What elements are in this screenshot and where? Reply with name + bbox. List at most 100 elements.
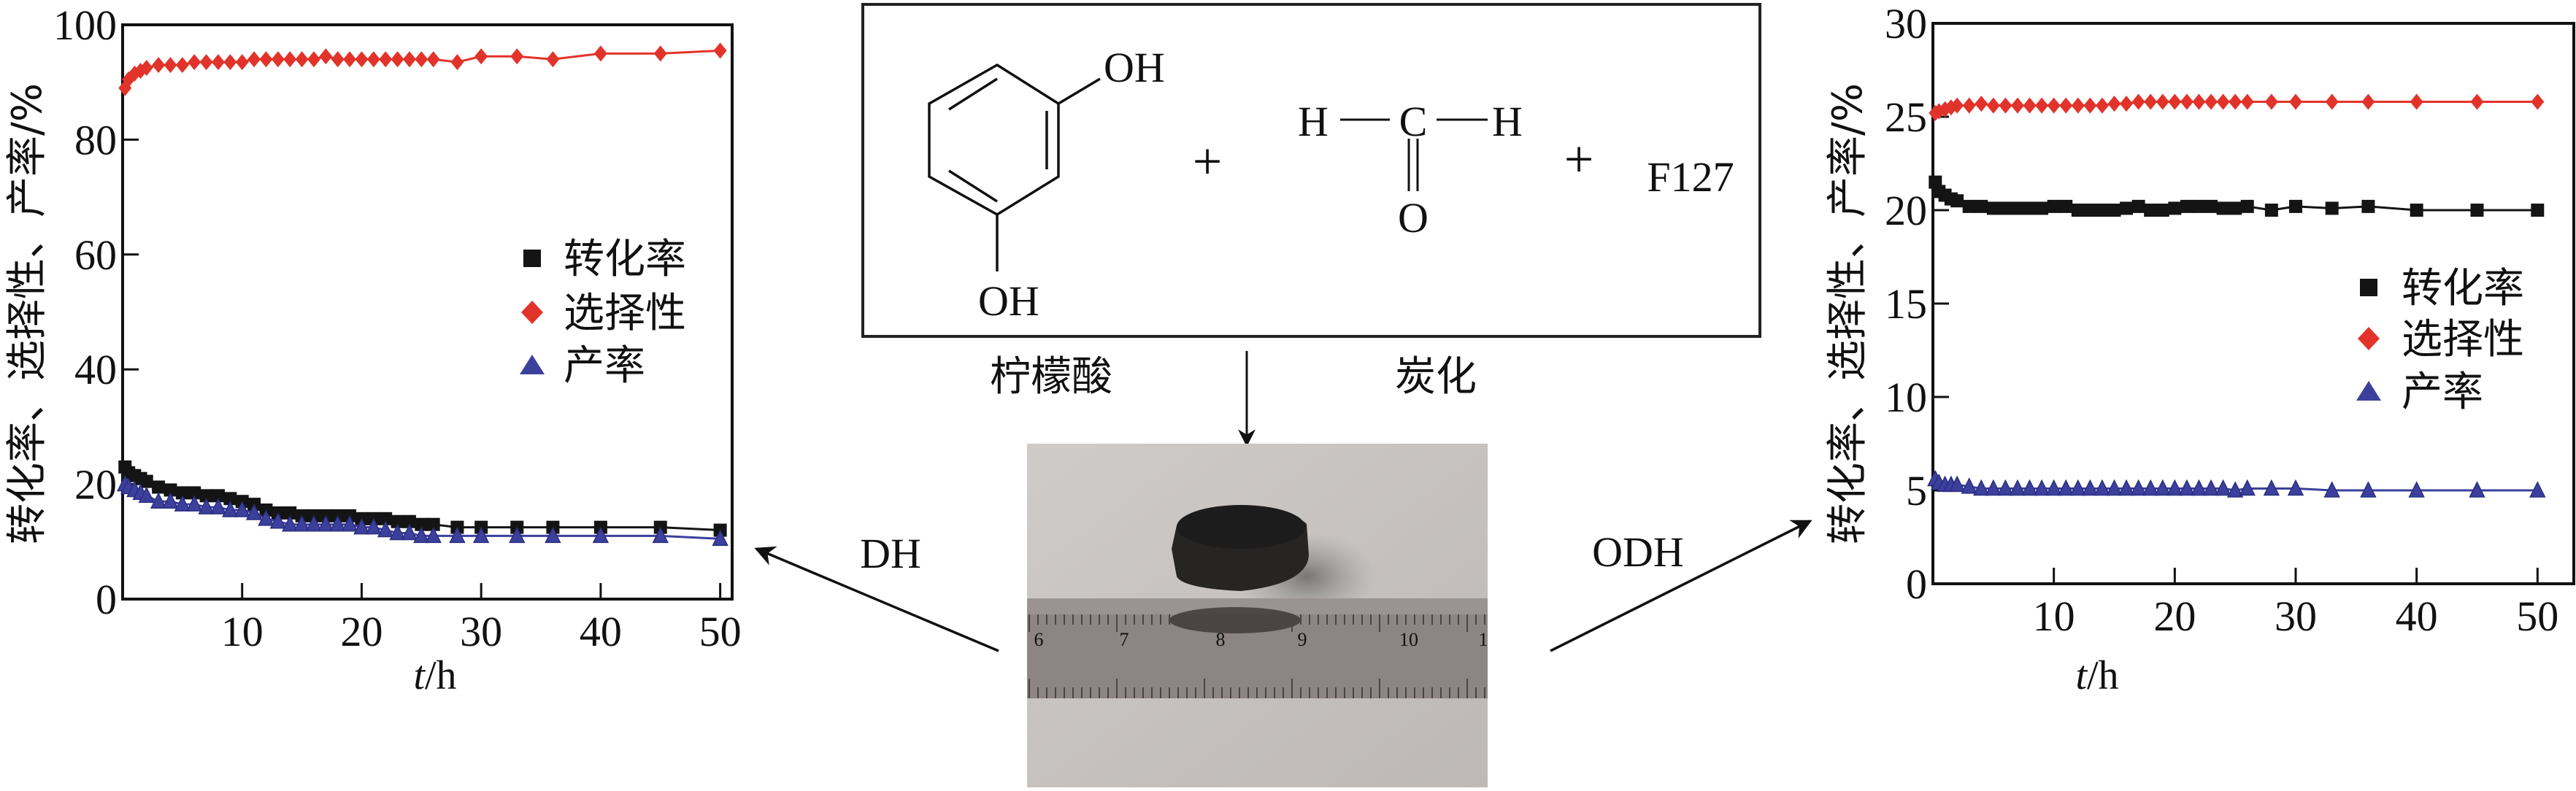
odh-data-point-triangle (2469, 481, 2485, 498)
odh-data-point-triangle (1997, 479, 2014, 496)
dh-x-tick-label: 50 (699, 608, 742, 655)
dh-data-point-triangle (222, 501, 239, 517)
odh-data-point-triangle (2178, 479, 2196, 496)
dh-legend-yield: 产率 (564, 342, 645, 390)
monolith-ruler-shadow (1169, 607, 1301, 633)
ruler-edge (1027, 598, 1488, 614)
odh-data-point-square (2361, 199, 2375, 213)
odh-data-point-diamond (2264, 93, 2278, 110)
dh-data-point-triangle (413, 526, 430, 544)
dh-data-point-diamond (653, 45, 667, 62)
odh-data-point-square (2240, 199, 2254, 213)
odh-data-point-diamond (2156, 93, 2169, 110)
dh-legend-conversion: 转化率 (564, 236, 686, 283)
legend-square-icon (2360, 279, 2377, 296)
dh-data-point-triangle (353, 517, 370, 535)
dh-data-point-diamond (259, 51, 273, 68)
odh-data-point-square (2047, 199, 2061, 213)
dh-data-point-triangle (234, 501, 250, 517)
odh-y-tick-label: 10 (1885, 374, 1927, 421)
dh-data-point-diamond (546, 51, 560, 68)
dh-data-point-diamond (343, 51, 357, 68)
dh-data-point-diamond (379, 51, 393, 68)
carbonization-label: 炭化 (1395, 353, 1477, 401)
ruler-label: 7 (1120, 629, 1129, 650)
dh-data-point-diamond (366, 51, 380, 68)
dh-legend: 转化率 选择性 产率 (520, 236, 686, 390)
dh-data-point-square (164, 483, 177, 497)
ruler-label: 10 (1399, 629, 1418, 650)
odh-x-axis-label-unit: /h (2087, 653, 2119, 698)
odh-data-point-diamond (1962, 97, 1976, 114)
odh-data-point-square (2180, 199, 2194, 213)
odh-data-point-diamond (2047, 97, 2061, 114)
odh-data-point-triangle (2009, 479, 2026, 496)
odh-data-point-square (2216, 201, 2230, 215)
dh-data-point-triangle (198, 498, 215, 514)
odh-data-point-diamond (2531, 93, 2545, 110)
odh-data-point-diamond (2144, 93, 2158, 110)
odh-x-tick-label: 30 (2275, 593, 2317, 640)
dh-x-axis-label-italic: t (413, 653, 426, 698)
formaldehyde-h-left: H (1298, 98, 1329, 145)
odh-data-point-diamond (1999, 97, 2012, 114)
dh-data-point-diamond (223, 54, 237, 71)
odh-data-point-triangle (2130, 479, 2147, 496)
odh-y-tick-label: 0 (1906, 560, 1927, 608)
odh-data-point-triangle (2360, 481, 2377, 498)
dh-data-point-diamond (188, 54, 201, 71)
ruler-label: 9 (1298, 629, 1307, 650)
dh-data-point-triangle (138, 486, 155, 503)
odh-x-tick-label: 20 (2153, 593, 2196, 640)
dh-data-point-diamond (139, 60, 153, 77)
odh-data-point-diamond (2470, 93, 2484, 110)
dh-data-point-diamond (295, 51, 309, 68)
dh-data-point-triangle (258, 509, 274, 526)
dh-data-point-diamond (211, 54, 225, 71)
odh-data-point-diamond (2131, 93, 2145, 110)
legend-diamond-icon (2358, 327, 2380, 350)
citric-acid-label: 柠檬酸 (990, 353, 1112, 401)
odh-data-point-square (2168, 201, 2182, 215)
odh-data-point-square (2035, 201, 2049, 215)
odh-data-point-diamond (2361, 93, 2375, 110)
odh-data-point-square (1999, 201, 2012, 215)
dh-x-tick-label: 30 (460, 608, 502, 655)
odh-data-point-square (2023, 201, 2037, 215)
odh-data-point-triangle (1948, 475, 1966, 493)
odh-data-point-triangle (2033, 479, 2050, 496)
dh-data-point-square (391, 514, 404, 528)
odh-data-point-triangle (2154, 479, 2171, 496)
dh-data-point-diamond (510, 48, 524, 65)
odh-data-point-triangle (2191, 479, 2207, 496)
dh-x-axis-label: t/h (413, 653, 456, 698)
dh-data-point-diamond (175, 57, 189, 74)
odh-data-point-triangle (2239, 479, 2256, 496)
legend-square-icon (523, 250, 541, 267)
synthesis-scheme: OH OH + H C H O + F127 柠檬酸 炭化 (861, 3, 1761, 447)
dh-data-point-square (426, 517, 440, 531)
dh-data-point-triangle (209, 498, 227, 514)
odh-data-point-diamond (2240, 93, 2254, 110)
dh-data-point-diamond (450, 54, 464, 71)
dh-y-tick-label: 80 (74, 116, 117, 163)
dh-data-point-square (199, 489, 213, 503)
odh-x-axis-label-italic: t (2075, 653, 2088, 698)
dh-data-point-square (139, 474, 153, 488)
odh-data-point-square (2120, 201, 2134, 215)
odh-y-axis-label: 转化率、选择性、产率/% (1824, 83, 1872, 544)
odh-data-point-triangle (2215, 479, 2231, 496)
dh-data-point-triangle (425, 526, 442, 544)
odh-data-point-diamond (2216, 93, 2230, 110)
dh-data-point-triangle (712, 529, 728, 547)
odh-data-point-square (2192, 199, 2206, 213)
odh-data-point-square (2288, 199, 2302, 213)
odh-data-point-diamond (2229, 93, 2242, 110)
dh-data-point-diamond (164, 57, 177, 74)
odh-data-point-triangle (2058, 479, 2075, 496)
dh-data-point-triangle (472, 526, 490, 544)
ruler-ticks (1029, 614, 1485, 698)
oh-group-bottom: OH (978, 277, 1039, 325)
